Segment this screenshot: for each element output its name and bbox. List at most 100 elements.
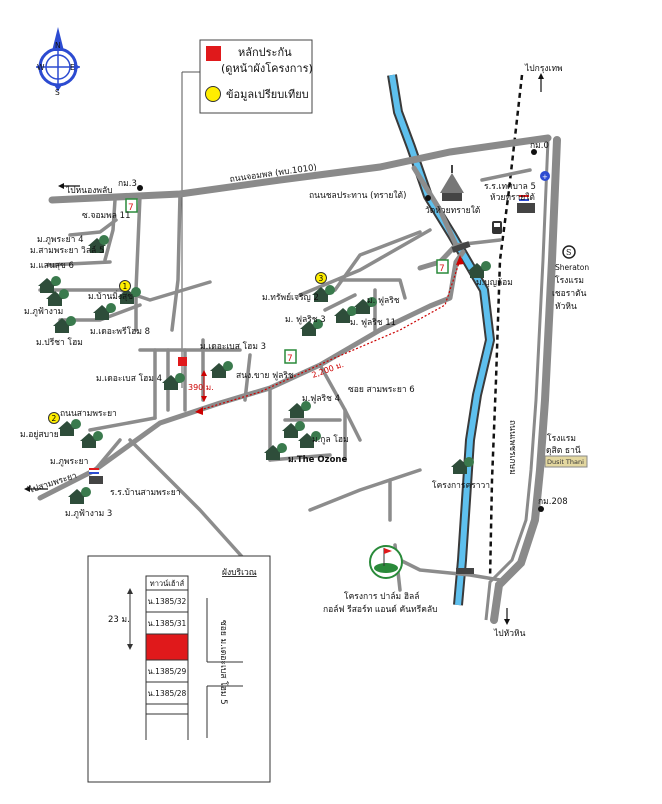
place-samphraya-ville5: ม.สามพระยา วิลล์ 5 <box>30 245 104 256</box>
place-boonlom: ม.บุญล้อม <box>476 277 513 288</box>
compass-s: S <box>55 88 60 97</box>
house-icon <box>300 319 323 336</box>
hospital-icon: + <box>540 171 550 181</box>
place-sheraton-hotel2: เชอราตัน <box>552 289 587 299</box>
jomphon-road <box>48 134 552 204</box>
place-fullrich11: ม. ฟูลริช 11 <box>350 318 396 328</box>
label-km0: กม.0 <box>530 141 549 151</box>
convenience-store-icon: 7 <box>284 349 297 364</box>
bridge <box>451 241 471 253</box>
house-icons <box>38 235 491 504</box>
label-to-hua-hin: ไปหัวหิน <box>493 628 526 639</box>
compass-w: W <box>37 63 45 72</box>
compass-rose: N S E W <box>36 27 80 97</box>
river <box>387 74 495 606</box>
place-preecha-home: ม.ปรีชา โฮม <box>36 337 83 348</box>
road-label-soi-sam-phraya-6: ซอย สามพระยา 6 <box>348 385 415 395</box>
legend-site-swatch <box>206 46 221 61</box>
place-fullrich3: ม. ฟูลริช 3 <box>285 315 326 325</box>
site-plan-inset: ผังบริเวณ ทาวน์เฮ้าส์น.1385/32น.1385/31น… <box>87 555 271 783</box>
arrow-left-icon <box>24 486 48 492</box>
arrow-down-icon <box>504 608 510 625</box>
house-icon <box>264 443 287 460</box>
place-sheraton-hotel1: โรงแรม <box>555 275 584 286</box>
inset-lot-label: น.1385/31 <box>148 619 187 628</box>
place-ban-ming-sook: ม.บ้านมิ่งสุข <box>88 290 133 302</box>
dusit-thani-logo: Dusit Thani <box>544 455 588 468</box>
arrow-up-icon <box>538 73 544 92</box>
km208-dot <box>538 506 544 512</box>
place-palm-hills1: โครงการ ปาล์ม ฮิลล์ <box>344 591 419 602</box>
school-icon <box>517 195 535 213</box>
school-icon <box>89 468 103 484</box>
house-icon <box>68 487 91 504</box>
house-icon <box>298 431 321 448</box>
chonprathan-dot <box>425 195 431 201</box>
legend: หลักประกัน (ดูหน้าผังโครงการ) ข้อมูลเปรี… <box>181 39 313 388</box>
house-icon <box>451 457 474 474</box>
legend-site-sublabel: (ดูหน้าผังโครงการ) <box>221 61 313 75</box>
house-icon <box>88 235 109 253</box>
label-to-nong-phlap: ไปหนองพลับ <box>65 185 113 196</box>
inset-distance: 23 ม. <box>108 615 130 625</box>
place-huay-sai-tai: ห้วยทรายใต้ <box>490 192 535 203</box>
temple-icon <box>440 165 464 201</box>
legend-compare-label: ข้อมูลเปรียบเทียบ <box>226 88 309 101</box>
house-icon <box>312 285 335 302</box>
road-label-phetkasem: ถนนเพชรเกษม <box>507 420 517 475</box>
place-palm-hills2: กอล์ฟ รีสอร์ท แอนด์ คันทรีคลับ <box>323 604 437 615</box>
place-sheraton: Sheraton <box>555 263 589 272</box>
house-icon <box>80 431 103 448</box>
legend-site-label: หลักประกัน <box>238 46 292 59</box>
inset-road-label: ซอย ม.เดอะเบส โฮม 5 <box>218 620 229 705</box>
compare-marker-1: 1 <box>119 280 131 292</box>
place-kool-home: ม.กูล โฮม <box>312 434 349 445</box>
svg-text:S: S <box>566 248 571 257</box>
place-phupraya: ม.ภูพระยา <box>50 457 88 467</box>
place-wat-huay-sai-tai: วัดห้วยทรายใต้ <box>425 205 480 216</box>
place-supsab-charoen2: ม.ทรัพย์เจริญ 2 <box>262 292 319 303</box>
compare-marker-3: 3 <box>315 272 327 284</box>
place-dusit-hotel1: โรงแรม <box>547 433 576 444</box>
house-icon <box>58 419 81 436</box>
place-school-ban-samphraya: ร.ร.บ้านสามพระยา <box>110 487 181 498</box>
bridge <box>456 568 474 574</box>
place-krongkarn-krawan: โครงการคราวา <box>432 480 490 491</box>
inset-lot-label: น.1385/28 <box>148 689 187 698</box>
place-the-base-home4: ม.เดอะเบส โฮม 4 <box>96 373 162 384</box>
distance-route <box>199 259 461 411</box>
house-icon <box>334 306 357 323</box>
site-marker <box>178 357 187 366</box>
km0-dot <box>531 149 537 155</box>
svg-text:3: 3 <box>319 274 324 283</box>
place-dusit-hotel2: ดุสิต ธานี <box>546 445 581 456</box>
house-icon <box>118 287 141 304</box>
label-to-bangkok: ไปกรุงเทพ <box>524 63 563 74</box>
house-icon <box>53 316 76 333</box>
svg-text:7: 7 <box>128 203 134 213</box>
place-phufa-ngam: ม.ภูฟ้างาม <box>24 306 63 317</box>
house-icon <box>46 289 69 306</box>
place-the-base-home3: ม.เดอะเบส โฮม 3 <box>200 341 266 352</box>
compass-e: E <box>70 63 75 72</box>
road-label-sam-phraya: ถนนสามพระยา <box>60 409 117 419</box>
place-sales-office-fullrich: สนง.ขาย ฟูลริช <box>236 371 294 381</box>
road-label-chonprathan: ถนนชลประทาน (ทรายใต้) <box>309 190 406 201</box>
place-the-ozone: ม.The Ozone <box>288 455 347 465</box>
distance-390: 390 ม. <box>188 383 214 392</box>
inset-lot-label: น.1385/29 <box>148 667 187 676</box>
legend-compare-swatch <box>205 86 221 102</box>
inset-lot-label: ทาวน์เฮ้าส์ <box>150 579 185 588</box>
map-labels: ถนนจอมพล (พบ.1010) ถนนชลประทาน (ทรายใต้)… <box>20 63 589 639</box>
place-saensuk6: ม.แสนสุข 6 <box>30 261 74 271</box>
inset-title: ผังบริเวณ <box>222 568 257 578</box>
compass-n: N <box>55 41 61 50</box>
svg-text:Dusit Thani: Dusit Thani <box>547 458 584 466</box>
km3-dot <box>137 185 143 191</box>
place-phupraya4: ม.ภูพระยา 4 <box>37 235 84 245</box>
svg-text:7: 7 <box>439 264 445 274</box>
svg-text:+: + <box>542 173 548 181</box>
inset-lot <box>145 703 189 715</box>
place-fullrich4: ม.ฟูลริช 4 <box>302 394 340 404</box>
